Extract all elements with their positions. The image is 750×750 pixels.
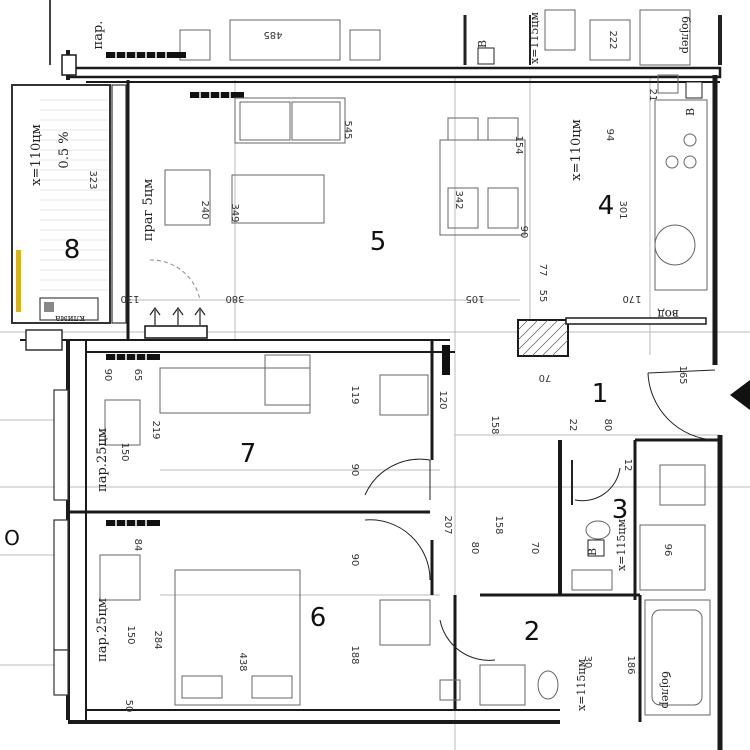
entry-door [647, 369, 716, 441]
dim-80-a: 80 [602, 419, 613, 432]
room-4-label: 4 [598, 191, 615, 221]
dim-349: 349 [229, 203, 240, 222]
radiators [106, 52, 450, 526]
dim-12: 12 [622, 459, 633, 472]
dim-323: 323 [87, 170, 98, 189]
parapet-top-label: пар. [91, 21, 106, 50]
dim-96: 96 [662, 544, 673, 557]
dim-105: 105 [465, 293, 484, 304]
room-1-label: 1 [592, 379, 609, 409]
vent-label-top: В [476, 40, 489, 48]
dim-70-a: 70 [539, 372, 552, 383]
construction-grid [0, 70, 750, 750]
orientation-letter: O [4, 526, 20, 550]
north-arrow-icon [730, 380, 750, 410]
window-height-bath3: x=115цм [615, 519, 628, 571]
dim-154: 154 [513, 135, 524, 154]
dim-84: 84 [132, 539, 143, 552]
dim-90-a: 90 [518, 226, 529, 239]
dim-380: 380 [225, 293, 244, 304]
klima-label: клима [55, 313, 85, 323]
bedroom6-furniture [99, 519, 496, 706]
room-8-label: 8 [64, 235, 81, 265]
threshold-label: праг 5цм [141, 179, 156, 241]
dim-22: 22 [567, 419, 578, 432]
dim-130: 130 [120, 293, 139, 304]
vent-icons [477, 47, 703, 557]
dim-77: 77 [537, 264, 548, 277]
vent-label-bath: В [586, 548, 599, 556]
dim-158-b: 158 [493, 515, 504, 534]
left-windows [53, 389, 69, 696]
room-3-label: 3 [612, 495, 629, 525]
dim-21: 21 [647, 89, 658, 102]
parapet-room7-label: пар.25цм [95, 428, 110, 492]
boiler-top-label: бојлер [679, 16, 692, 53]
dim-438: 438 [237, 652, 248, 671]
dim-207: 207 [442, 515, 453, 534]
living-furniture [149, 74, 708, 301]
dim-158-a: 158 [489, 415, 500, 434]
dim-30: 30 [582, 656, 593, 669]
dim-165: 165 [677, 365, 688, 384]
dim-485: 485 [263, 29, 282, 40]
neighbour-unit-top [49, 0, 722, 66]
dim-219: 219 [150, 420, 161, 439]
room-6-label: 6 [310, 603, 327, 633]
dim-545: 545 [342, 120, 353, 139]
boiler-bottom-label: бојлер [659, 671, 672, 708]
window-height-kitchen: x=110цм [569, 119, 584, 181]
bedroom7-furniture [104, 354, 431, 500]
dim-186: 186 [625, 655, 636, 674]
dim-188: 188 [349, 645, 360, 664]
dim-65: 65 [132, 369, 143, 382]
dim-170: 170 [622, 293, 641, 304]
vent-label-right: В [684, 108, 697, 116]
dim-342: 342 [453, 190, 464, 209]
dim-80-b: 80 [469, 542, 480, 555]
dim-301: 301 [617, 200, 628, 219]
dim-120: 120 [437, 390, 448, 409]
window-height-left: x=110цм [29, 124, 44, 186]
room-5-label: 5 [370, 227, 387, 257]
slope-label: 0.5 % [57, 131, 72, 168]
dim-222: 222 [607, 30, 618, 49]
dim-55: 55 [537, 290, 548, 303]
bathroom-2 [439, 599, 711, 716]
window-height-top: x=115цм [528, 12, 541, 64]
window-height-bath2: x=115цм [575, 659, 588, 711]
balcony-8 [11, 84, 127, 351]
room-7-label: 7 [240, 439, 257, 469]
parapet-room6-label: пар.25цм [95, 598, 110, 662]
room-2-label: 2 [524, 617, 541, 647]
dim-150-b: 150 [125, 625, 136, 644]
dim-240: 240 [199, 200, 210, 219]
ac-unit [39, 297, 99, 321]
dim-50: 50 [123, 700, 134, 713]
dim-119: 119 [349, 385, 360, 404]
column-hatch [517, 319, 569, 357]
dim-90-c: 90 [349, 464, 360, 477]
entry-arrows [149, 306, 206, 325]
dim-90-b: 90 [102, 369, 113, 382]
dim-284: 284 [152, 630, 163, 649]
dim-94: 94 [604, 129, 615, 142]
dim-150-a: 150 [119, 442, 130, 461]
dim-90-d: 90 [349, 554, 360, 567]
kitchen-water-label: вод [657, 307, 678, 321]
dim-70-b: 70 [529, 542, 540, 555]
bathroom-3 [571, 460, 706, 591]
drain-channel [16, 250, 21, 312]
